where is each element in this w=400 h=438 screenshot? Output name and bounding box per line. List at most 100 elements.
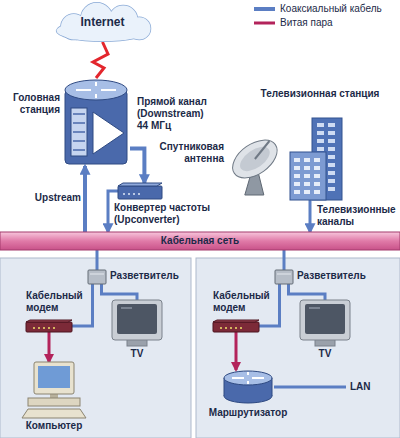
right-panel xyxy=(196,258,400,438)
low-block xyxy=(290,152,326,200)
modem-led xyxy=(43,327,45,329)
splitter-body xyxy=(88,270,106,284)
splitter-edge xyxy=(277,274,291,275)
twisted-pair-link xyxy=(48,332,51,362)
converter-led xyxy=(128,193,130,195)
radio-link xyxy=(93,42,108,78)
tv-set: TV xyxy=(300,300,350,346)
window xyxy=(317,147,324,151)
tv-set-icon xyxy=(112,300,162,346)
cable-modem-icon xyxy=(26,320,72,332)
window xyxy=(294,174,300,178)
panel-slot xyxy=(73,149,85,151)
router-icon xyxy=(222,370,274,404)
satellite-dish: Спутниковая антенна xyxy=(228,135,284,195)
node-label: Internet xyxy=(80,15,124,29)
window xyxy=(314,190,320,194)
network-label: LAN xyxy=(350,381,371,393)
node-label: Головная станция xyxy=(2,92,60,116)
station-body xyxy=(65,90,127,164)
window xyxy=(328,163,335,167)
router: Маршрутизатор xyxy=(222,370,274,404)
modem-top xyxy=(26,320,72,322)
screen-glare xyxy=(121,307,132,309)
router-top xyxy=(224,371,272,385)
computer: Компьютер xyxy=(22,362,86,418)
window xyxy=(328,139,335,143)
internet-cloud: Internet xyxy=(45,2,160,42)
converter-body xyxy=(118,186,162,199)
splitter: Разветвитель xyxy=(88,270,106,284)
window xyxy=(314,174,320,178)
splitter-icon xyxy=(275,270,293,284)
window xyxy=(314,158,320,162)
edge-label: Прямой канал (Downstream) 44 МГц xyxy=(136,96,218,132)
legend-coax-line xyxy=(254,7,275,11)
router-arrows xyxy=(232,372,264,384)
window xyxy=(328,171,335,175)
router-side xyxy=(224,378,225,396)
tv-set-icon xyxy=(300,300,350,346)
window xyxy=(294,190,300,194)
modem-led xyxy=(230,327,232,329)
edge-label: Телевизионные каналы xyxy=(316,204,400,228)
dish-reflector xyxy=(226,132,284,185)
node-label: Конвертер частоты (Upconverter) xyxy=(114,202,224,226)
coax-link xyxy=(96,250,99,270)
window xyxy=(317,139,324,143)
tv-screen xyxy=(117,304,157,334)
node-label: Телевизионная станция xyxy=(260,88,380,100)
modem-led xyxy=(33,327,35,329)
tv-station: Телевизионная станция xyxy=(290,118,350,200)
modem-led xyxy=(220,327,222,329)
node-label: Маршрутизатор xyxy=(202,407,294,419)
converter-top xyxy=(118,183,162,186)
window xyxy=(304,190,310,194)
router-arrows xyxy=(76,82,116,98)
window xyxy=(328,131,335,135)
downstream-arrow xyxy=(130,148,144,183)
node-label: Кабельный модем xyxy=(26,290,88,314)
system-unit xyxy=(28,398,80,406)
upstream-arrow xyxy=(83,166,87,232)
node-label: Кабельная сеть xyxy=(161,235,239,247)
modem-led xyxy=(38,327,40,329)
window xyxy=(328,179,335,183)
cable-modem: Кабельный модем xyxy=(26,320,72,332)
computer-icon xyxy=(22,362,86,418)
window xyxy=(314,182,320,186)
node-label: Разветвитель xyxy=(297,270,377,282)
amplifier-symbol xyxy=(93,112,124,154)
window xyxy=(304,158,310,162)
coax-link xyxy=(102,284,138,300)
left-panel xyxy=(0,258,191,438)
coax-link xyxy=(289,284,326,300)
tv-screen xyxy=(305,304,345,334)
satellite-dish-icon xyxy=(228,135,284,195)
coax-link xyxy=(283,250,286,270)
tv-case xyxy=(300,300,350,340)
panel-slot xyxy=(73,131,85,133)
node-label: Разветвитель xyxy=(110,270,190,282)
head-station-icon xyxy=(62,78,130,166)
window xyxy=(304,174,310,178)
window xyxy=(328,187,335,191)
node-label: Кабельный модем xyxy=(213,290,275,314)
twisted-pair-link xyxy=(235,332,238,370)
splitter-icon xyxy=(88,270,106,284)
converter-led xyxy=(123,193,125,195)
keyboard xyxy=(22,409,86,418)
window xyxy=(317,131,324,135)
window xyxy=(328,147,335,151)
window xyxy=(304,166,310,170)
upconverter: Конвертер частоты (Upconverter) xyxy=(118,183,162,199)
panel-slot xyxy=(73,140,85,142)
modem-body xyxy=(26,322,72,332)
modem-top xyxy=(213,320,259,322)
station-panel xyxy=(71,108,87,156)
modem-led xyxy=(53,327,55,329)
legend-twisted-line xyxy=(254,22,275,25)
window xyxy=(304,182,310,186)
converter-led xyxy=(133,193,135,195)
cable-modem-icon xyxy=(213,320,259,332)
